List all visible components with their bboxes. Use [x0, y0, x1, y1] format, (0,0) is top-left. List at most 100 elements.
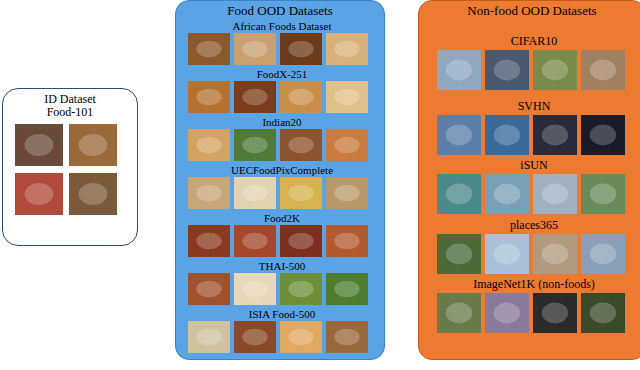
dataset-row: places365 — [419, 219, 640, 277]
thumbnail-detail — [196, 185, 221, 202]
thumbnail — [188, 81, 230, 113]
thumbnail-detail — [196, 41, 221, 58]
thumbnail — [533, 115, 577, 155]
thumbnail — [69, 173, 117, 215]
thumbnail — [485, 174, 529, 214]
thumbnail — [188, 33, 230, 65]
thumbnail-detail — [334, 233, 359, 250]
thumbnail — [234, 321, 276, 353]
thumbnail — [234, 81, 276, 113]
dataset-name: Indian20 — [176, 116, 388, 128]
thumbnail — [485, 293, 529, 333]
dataset-name: iSUN — [419, 159, 640, 172]
thumbnail-detail — [288, 185, 313, 202]
dataset-row: FoodX-251 — [176, 68, 388, 114]
dataset-row: Food2K — [176, 212, 388, 258]
thumbnail-detail — [446, 244, 472, 265]
thumbnail-detail — [446, 303, 472, 324]
thumbnail-detail — [288, 41, 313, 58]
dataset-name: FoodX-251 — [176, 68, 388, 80]
panel-heading: ID Dataset — [3, 93, 137, 106]
thumbnail-detail — [196, 329, 221, 346]
thumbnail — [581, 293, 625, 333]
thumbnail — [581, 115, 625, 155]
dataset-row: African Foods Dataset — [176, 20, 388, 66]
thumbnail — [188, 177, 230, 209]
thumbnail-detail — [242, 137, 267, 154]
dataset-row: SVHN — [419, 100, 640, 158]
thumbnail — [581, 234, 625, 274]
dataset-panel: ID DatasetFood-101 — [2, 88, 138, 246]
thumbnail-detail — [288, 233, 313, 250]
thumbnail-detail — [446, 184, 472, 205]
thumbnail — [581, 174, 625, 214]
thumbnail — [234, 129, 276, 161]
thumbnail — [15, 124, 63, 166]
thumbnail-detail — [334, 185, 359, 202]
dataset-name: ImageNet1K (non-foods) — [419, 278, 640, 291]
thumbnail — [234, 225, 276, 257]
thumbnail — [188, 129, 230, 161]
thumbnail — [485, 115, 529, 155]
thumbnail — [280, 177, 322, 209]
dataset-name: Food2K — [176, 212, 388, 224]
dataset-row: THAI-500 — [176, 260, 388, 306]
thumbnail-detail — [446, 60, 472, 81]
thumbnail — [533, 234, 577, 274]
thumbnail-detail — [242, 233, 267, 250]
thumbnail — [280, 129, 322, 161]
thumbnail — [533, 174, 577, 214]
thumbnail-detail — [590, 125, 616, 146]
thumbnail-detail — [196, 89, 221, 106]
thumbnail-detail — [494, 244, 520, 265]
thumbnail — [234, 177, 276, 209]
thumbnail-detail — [542, 244, 568, 265]
thumbnail — [280, 225, 322, 257]
thumbnail-detail — [494, 60, 520, 81]
thumbnail-detail — [334, 137, 359, 154]
thumbnail-detail — [25, 134, 54, 156]
thumbnail-detail — [288, 137, 313, 154]
thumbnail-detail — [446, 125, 472, 146]
thumbnail-detail — [288, 89, 313, 106]
thumbnail — [280, 273, 322, 305]
panel-heading: Food-101 — [3, 106, 137, 119]
thumbnail-detail — [590, 184, 616, 205]
thumbnail-detail — [196, 233, 221, 250]
dataset-name: UECFoodPixComplete — [176, 164, 388, 176]
dataset-row: ISIA Food-500 — [176, 308, 388, 354]
thumbnail-detail — [242, 185, 267, 202]
thumbnail-detail — [334, 89, 359, 106]
thumbnail-detail — [334, 329, 359, 346]
dataset-panel: Non-food OOD DatasetsCIFAR10SVHNiSUNplac… — [418, 0, 640, 360]
thumbnail-detail — [334, 281, 359, 298]
thumbnail-detail — [196, 281, 221, 298]
dataset-name: African Foods Dataset — [176, 20, 388, 32]
panel-heading: Food OOD Datasets — [176, 4, 384, 18]
thumbnail — [533, 50, 577, 90]
thumbnail-detail — [494, 184, 520, 205]
thumbnail — [326, 129, 368, 161]
thumbnail-detail — [79, 183, 108, 205]
thumbnail — [326, 273, 368, 305]
thumbnail — [581, 50, 625, 90]
thumbnail — [326, 81, 368, 113]
dataset-row: iSUN — [419, 159, 640, 217]
thumbnail — [437, 293, 481, 333]
thumbnail-detail — [542, 184, 568, 205]
thumbnail — [437, 50, 481, 90]
thumbnail-detail — [242, 281, 267, 298]
thumbnail-detail — [288, 329, 313, 346]
dataset-name: CIFAR10 — [419, 35, 640, 48]
thumbnail — [533, 293, 577, 333]
thumbnail — [188, 321, 230, 353]
dataset-name: places365 — [419, 219, 640, 232]
dataset-name: THAI-500 — [176, 260, 388, 272]
thumbnail — [326, 225, 368, 257]
dataset-row: Indian20 — [176, 116, 388, 162]
thumbnail — [437, 174, 481, 214]
thumbnail — [188, 273, 230, 305]
thumbnail-detail — [25, 183, 54, 205]
dataset-name: ISIA Food-500 — [176, 308, 388, 320]
